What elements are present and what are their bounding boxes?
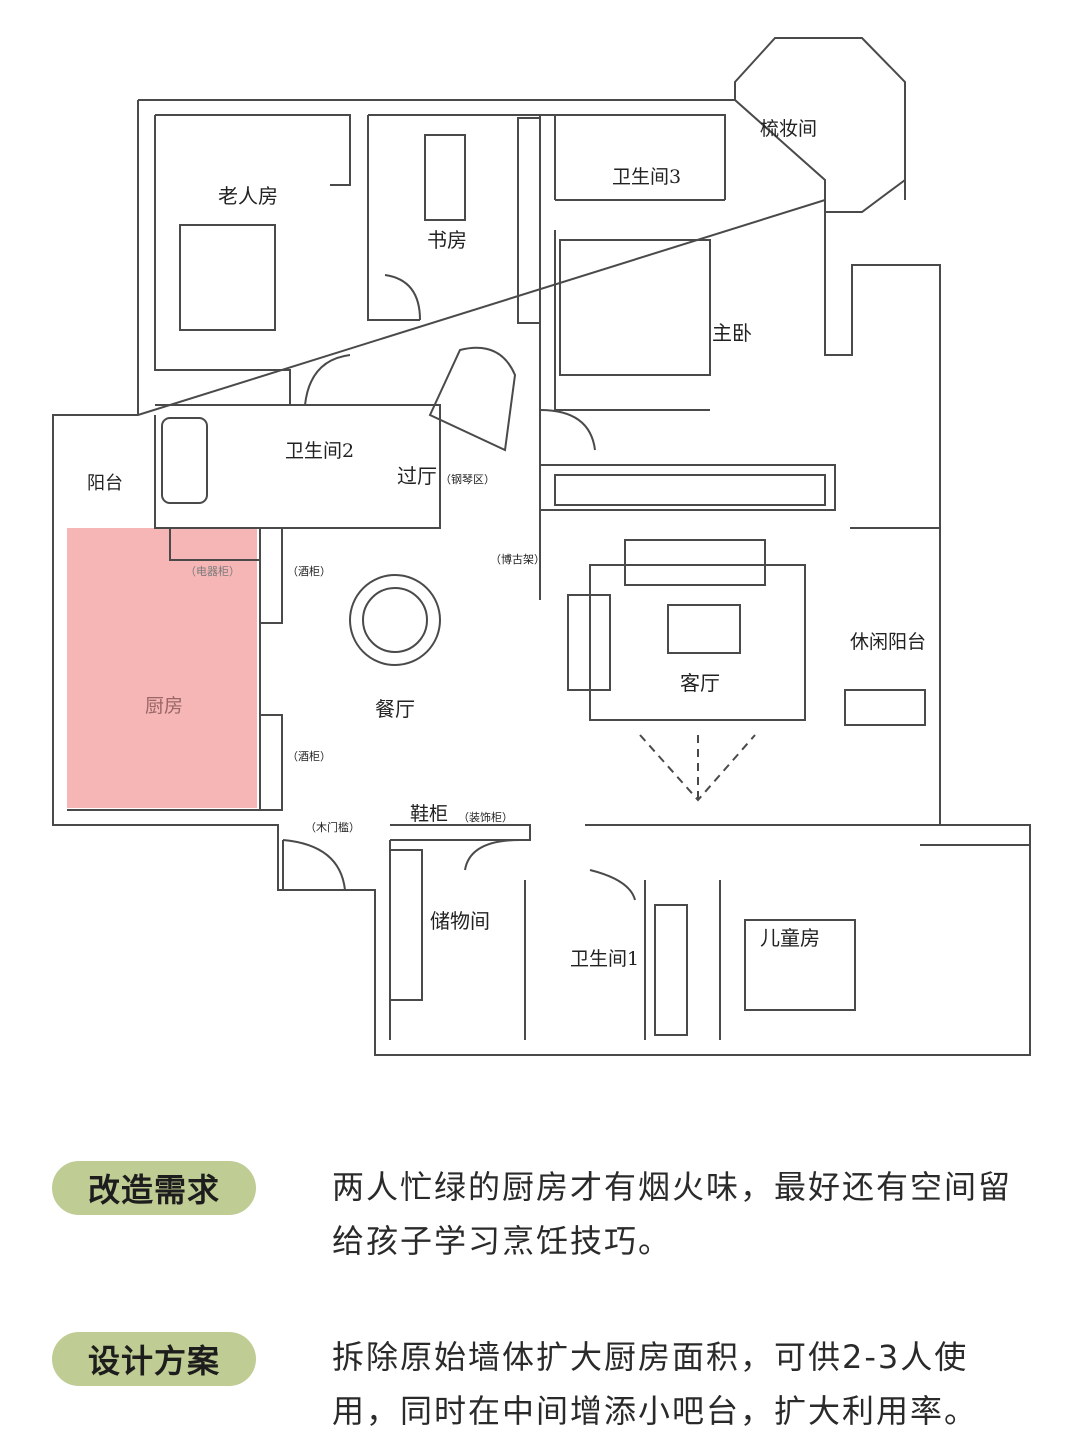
design-text: 拆除原始墙体扩大厨房面积，可供2-3人使用，同时在中间增添小吧台，扩大利用率。 (332, 1338, 979, 1430)
living-rug (589, 564, 806, 721)
label-appliance-cabinet: （电器柜） (185, 565, 240, 578)
label-study: 书房 (427, 228, 467, 252)
label-bathroom3: 卫生间3 (612, 166, 681, 188)
requirement-text: 两人忙绿的厨房才有烟火味，最好还有空间留给孩子学习烹饪技巧。 (332, 1168, 1013, 1260)
label-decor-cabinet: （装饰柜） (458, 810, 513, 824)
master-bed (559, 239, 711, 376)
tv-sightlines (639, 734, 756, 802)
label-dining-room: 餐厅 (375, 697, 415, 721)
storage-shelf (389, 849, 423, 1001)
label-shoe-cabinet: 鞋柜 (410, 803, 448, 825)
dining-table (349, 574, 441, 666)
appliance-cabinet (169, 527, 261, 561)
bathtub (161, 417, 208, 504)
kitchen-highlight (67, 528, 257, 808)
leisure-seat (844, 689, 926, 726)
study-cabinet (517, 117, 541, 324)
wine-cabinet-1 (259, 527, 283, 624)
tv-wall (554, 474, 826, 506)
label-master-bedroom: 主卧 (712, 321, 752, 345)
floor-plan: 老人房 书房 卫生间3 梳妆间 主卧 卫生间2 过厅 （钢琴区） 阳台 （电器柜… (52, 37, 1031, 1056)
label-hall: 过厅 (397, 464, 437, 488)
label-wine-cabinet-bottom: （酒柜） (287, 750, 331, 763)
label-antique-shelf: （博古架） (490, 553, 545, 566)
label-children-room: 儿童房 (760, 926, 820, 950)
label-bathroom1: 卫生间1 (570, 948, 639, 970)
child-wardrobe (654, 904, 688, 1036)
label-elder-room: 老人房 (218, 184, 278, 208)
child-bed (744, 919, 856, 1011)
dining-table-inner (362, 587, 428, 653)
wine-cabinet-2 (259, 714, 283, 811)
label-leisure-balcony: 休闲阳台 (850, 631, 926, 653)
label-hall-note: （钢琴区） (440, 473, 495, 486)
study-desk (424, 134, 466, 221)
label-dressing-room: 梳妆间 (760, 118, 817, 140)
sofa (624, 539, 766, 586)
elder-bed (179, 224, 276, 331)
label-bathroom2: 卫生间2 (285, 440, 354, 462)
design-tag: 设计方案 (52, 1332, 256, 1386)
label-kitchen: 厨房 (145, 695, 183, 717)
dressing-room-octagon (734, 37, 906, 213)
door-arc (282, 274, 636, 901)
coffee-table (667, 604, 741, 654)
label-living-room: 客厅 (680, 671, 720, 695)
piano (428, 346, 517, 452)
label-storage-room: 储物间 (430, 909, 490, 933)
label-wood-sill: （木门槛） (305, 820, 360, 834)
label-wine-cabinet-top: （酒柜） (287, 565, 331, 578)
label-balcony: 阳台 (87, 473, 123, 494)
requirement-tag: 改造需求 (52, 1161, 256, 1215)
